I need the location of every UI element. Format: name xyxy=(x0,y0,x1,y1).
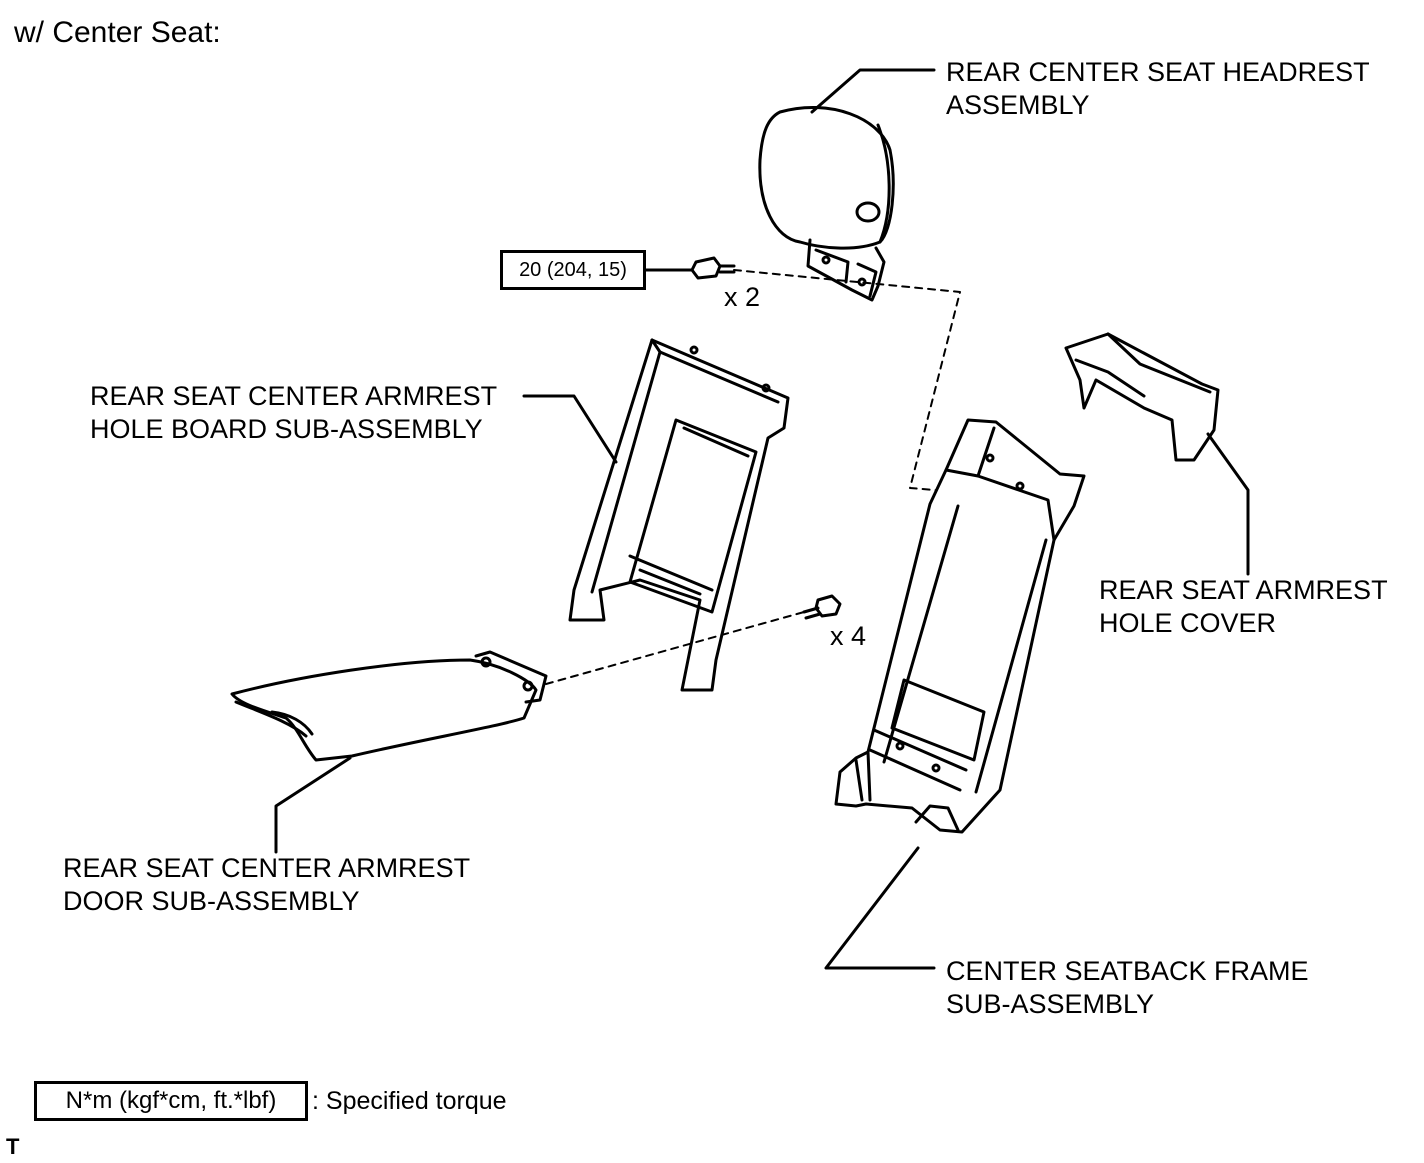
hole-cover-label-line1: REAR SEAT ARMREST xyxy=(1099,575,1388,605)
torque-spec-box: 20 (204, 15) xyxy=(500,250,646,290)
headrest-leader-line xyxy=(810,68,936,114)
headrest-dashed-line xyxy=(733,269,1031,499)
hole-board-drawing xyxy=(568,338,790,692)
headrest-label: REAR CENTER SEAT HEADREST ASSEMBLY xyxy=(946,56,1370,122)
hole-board-leader-line xyxy=(522,394,618,464)
hole-board-label: REAR SEAT CENTER ARMREST HOLE BOARD SUB-… xyxy=(90,380,497,446)
armrest-door-label-line1: REAR SEAT CENTER ARMREST xyxy=(63,853,471,883)
hole-cover-label: REAR SEAT ARMREST HOLE COVER xyxy=(1099,574,1388,640)
armrest-door-dashed-line xyxy=(545,611,805,685)
hole-cover-drawing xyxy=(1064,332,1220,462)
corner-mark: T xyxy=(6,1134,20,1159)
bolt-qty-armrest: x 4 xyxy=(830,621,867,651)
armrest-door-label: REAR SEAT CENTER ARMREST DOOR SUB-ASSEMB… xyxy=(63,852,470,918)
hole-cover-label-line2: HOLE COVER xyxy=(1099,608,1277,638)
headrest-label-line1: REAR CENTER SEAT HEADREST xyxy=(946,57,1370,87)
hole-board-label-line2: HOLE BOARD SUB-ASSEMBLY xyxy=(90,414,483,444)
headrest-drawing xyxy=(758,106,895,302)
bolt-qty-headrest: x 2 xyxy=(724,282,761,312)
diagram-title: w/ Center Seat: xyxy=(14,16,221,49)
hole-cover-leader-line xyxy=(1206,432,1250,576)
frame-leader-line xyxy=(824,846,936,970)
frame-label: CENTER SEATBACK FRAME SUB-ASSEMBLY xyxy=(946,955,1309,1021)
torque-legend-box: N*m (kgf*cm, ft.*lbf) xyxy=(34,1081,308,1121)
frame-label-line1: CENTER SEATBACK FRAME xyxy=(946,956,1309,986)
frame-label-line2: SUB-ASSEMBLY xyxy=(946,989,1155,1019)
armrest-door-leader-line xyxy=(274,756,352,854)
armrest-door-drawing xyxy=(230,650,548,762)
torque-legend-description: : Specified torque xyxy=(312,1087,507,1115)
bolt-x4-drawing xyxy=(802,594,842,620)
bolt-x2-drawing xyxy=(690,256,736,280)
hole-board-label-line1: REAR SEAT CENTER ARMREST xyxy=(90,381,498,411)
headrest-label-line2: ASSEMBLY xyxy=(946,90,1090,120)
armrest-door-label-line2: DOOR SUB-ASSEMBLY xyxy=(63,886,360,916)
frame-drawing xyxy=(834,418,1086,834)
